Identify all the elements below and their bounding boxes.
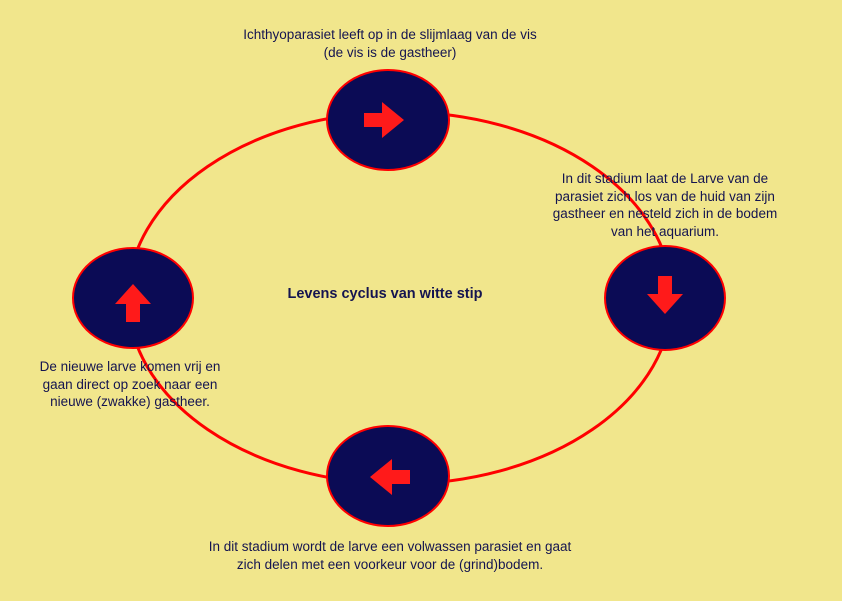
arrow-down-icon — [647, 276, 683, 314]
arrow-left-icon — [370, 459, 410, 495]
stage-node-bottom — [326, 425, 450, 527]
arrow-up-icon — [115, 284, 151, 322]
stage-label-right: In dit stadium laat de Larve van de para… — [552, 171, 778, 239]
stage-label-bottom: In dit stadium wordt de larve een volwas… — [208, 539, 572, 572]
stage-label-top: Ichthyoparasiet leeft op in de slijmlaag… — [243, 27, 537, 60]
stage-node-left — [72, 247, 194, 349]
diagram-title: Levens cyclus van witte stip — [287, 286, 483, 302]
stage-node-top — [326, 69, 450, 171]
stage-node-right — [604, 245, 726, 351]
stage-label-left: De nieuwe larve komen vrij en gaan direc… — [39, 359, 221, 409]
arrow-right-icon — [364, 102, 404, 138]
